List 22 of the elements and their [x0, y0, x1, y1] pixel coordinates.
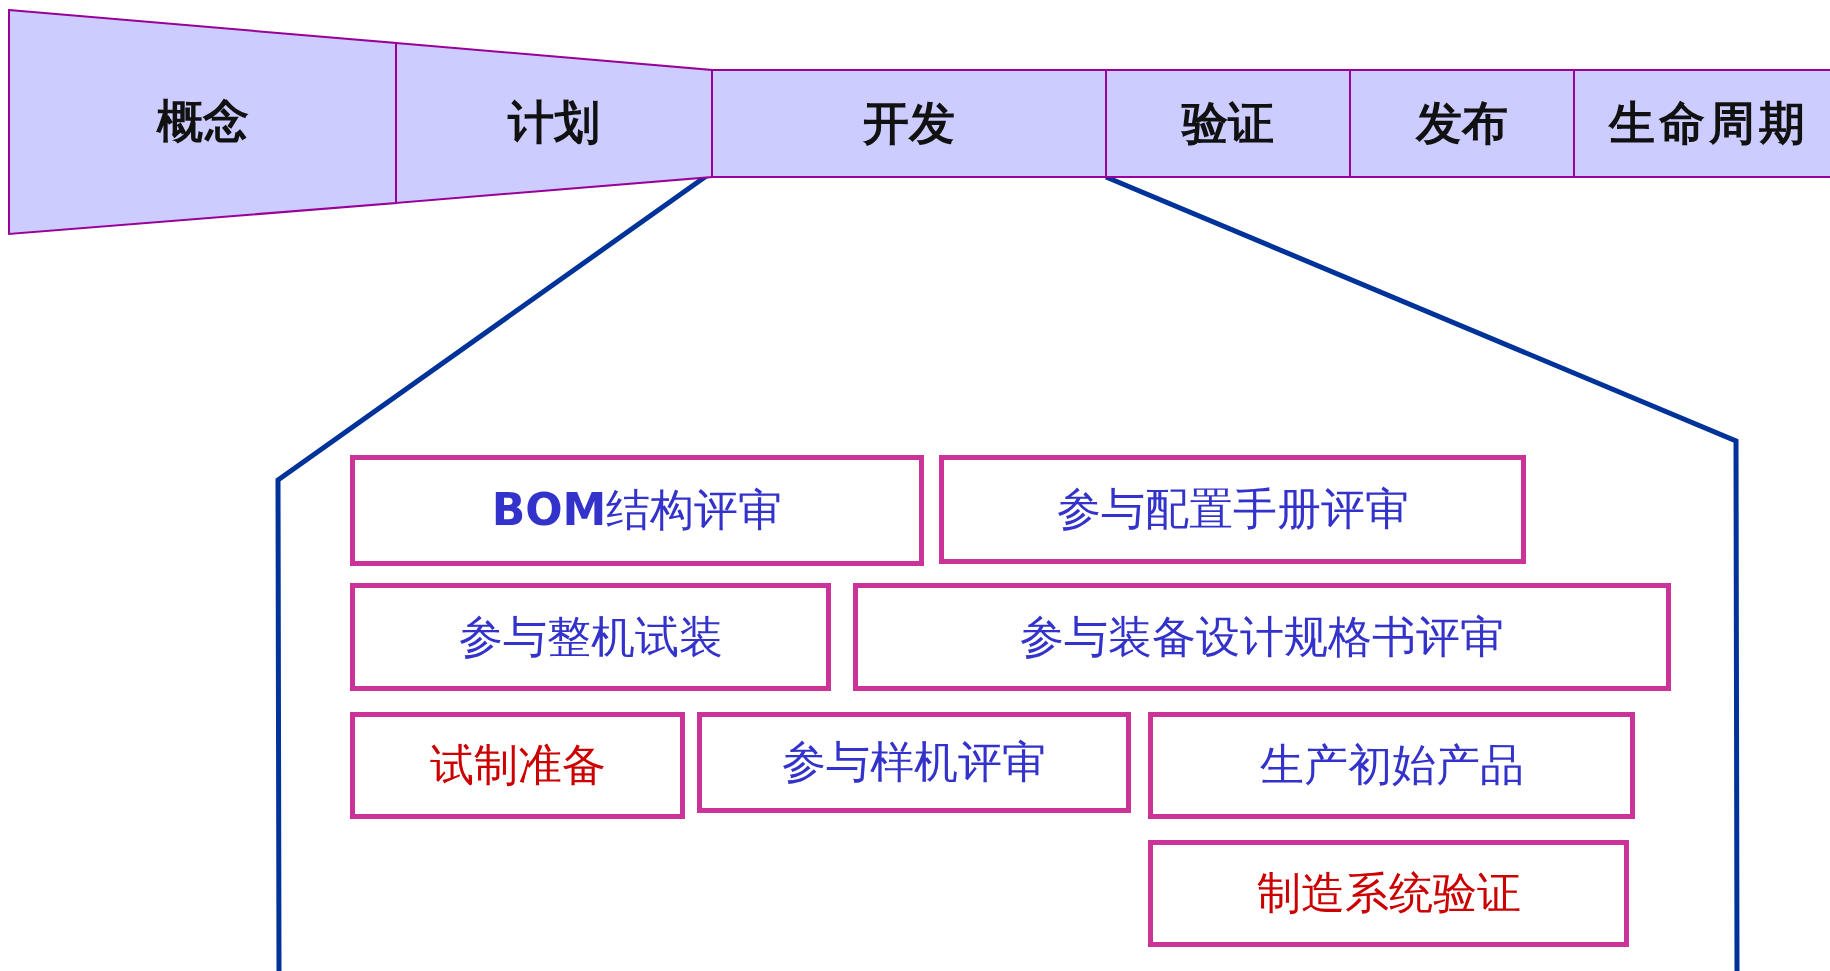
task-box: [350, 583, 831, 691]
task-label: 制造系统验证: [1256, 866, 1521, 920]
task-box: [853, 583, 1671, 691]
task-box: [1148, 712, 1635, 819]
task-box: [697, 712, 1131, 813]
task-label: 参与配置手册评审: [1056, 482, 1409, 536]
task-label: BOM结构评审: [491, 483, 783, 537]
task-box: [1148, 840, 1629, 947]
task-label: 参与整机试装: [458, 609, 723, 664]
task-box: [350, 712, 685, 819]
task-label: 生产初始产品: [1259, 738, 1524, 792]
phase-label: 概念: [156, 93, 249, 150]
task-box: [350, 455, 924, 566]
task-label: 参与装备设计规格书评审: [1020, 609, 1504, 664]
phase-label: 计划: [508, 94, 600, 151]
phase-label: 开发: [863, 94, 955, 152]
task-box: [939, 455, 1526, 564]
phase-label: 发布: [1416, 94, 1508, 152]
task-label: 试制准备: [429, 738, 606, 792]
phase-label: 验证: [1182, 94, 1274, 152]
task-label: 参与样机评审: [782, 735, 1046, 789]
phase-label: 生命周期: [1609, 94, 1809, 152]
